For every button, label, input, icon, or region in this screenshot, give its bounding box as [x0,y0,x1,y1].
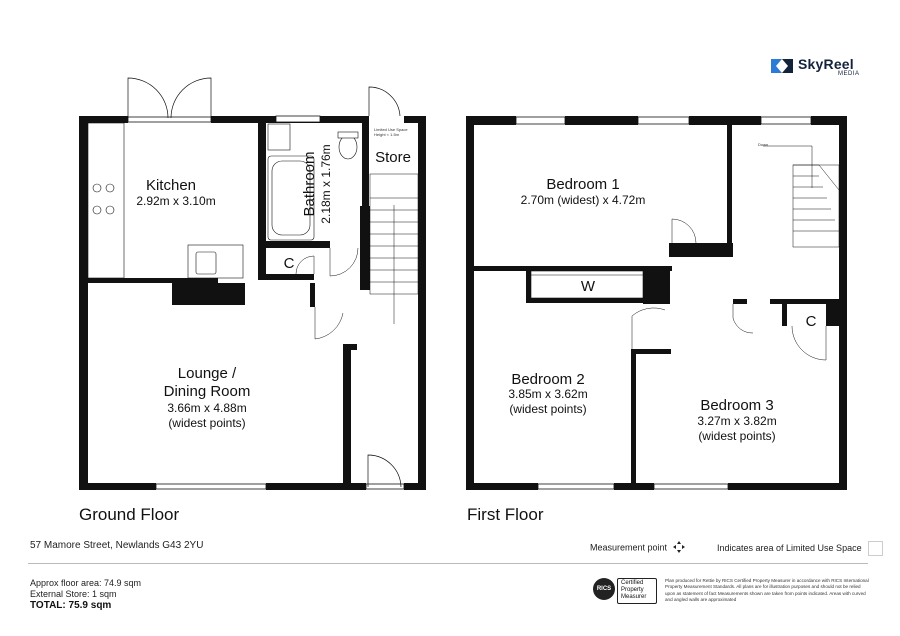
total-area: TOTAL: 75.9 sqm [30,600,112,611]
wardrobe-name: W [581,278,596,295]
ground-floor-label: Ground Floor [79,505,180,524]
limited-use-note-1: Limited Use Space [374,127,408,132]
bedroom3-name: Bedroom 3 [700,397,773,414]
brand-logo: SkyReel MEDIA [770,56,859,81]
legend-measurement-point: Measurement point [590,541,685,555]
rics-badge-line-2: Property [621,587,644,593]
measurement-point-icon [672,541,685,555]
first-internal-doors [631,218,827,361]
kitchen-fittings [87,122,244,279]
limited-use-note-2: Height < 1.5m [374,132,400,137]
bedroom3-dims: 3.27m x 3.82m [697,414,776,428]
area-summary: Approx floor area: 74.9 sqm External Sto… [30,578,141,611]
bedroom3-note: (widest points) [698,429,775,443]
rics-badge-line-1: Certified [621,580,644,586]
bedroom2-dims: 3.85m x 3.62m [508,387,587,401]
lounge-dims: 3.66m x 4.88m [167,401,246,415]
bedroom1-dims: 2.70m (widest) x 4.72m [521,193,646,207]
disclaimer-text: Plan produced for Rettie by RICS Certifi… [665,578,869,603]
ground-stair [369,173,419,324]
rics-badge: Certified Property Measurer [617,578,657,604]
bathroom-name: Bathroom [301,151,318,216]
legend-limited-use-label: Indicates area of Limited Use Space [717,542,862,553]
rics-badge-line-3: Measurer [621,594,647,600]
property-address: 57 Mamore Street, Newlands G43 2YU [30,540,204,551]
first-cupboard-name: C [806,313,817,330]
lounge-name-1: Lounge / [178,365,237,382]
wardrobe [530,270,644,299]
brand-name: SkyReel [798,56,854,72]
footer-divider [28,563,868,564]
skyreel-logo-icon [771,59,793,73]
lounge-name-2: Dining Room [164,383,251,400]
ground-floor-windows [127,115,405,490]
kitchen-name: Kitchen [146,177,196,194]
ground-cupboard-name: C [284,255,295,272]
bathroom-fittings [267,123,359,241]
kitchen-dims: 2.92m x 3.10m [136,194,215,208]
ground-internal-doors [295,247,359,340]
limited-use-swatch [868,541,884,556]
ground-floor-walls [79,116,426,490]
first-stair [763,145,840,248]
rics-logo-icon: RICS [593,578,615,600]
external-store-area: External Store: 1 sqm [30,589,117,599]
legend-limited-use: Indicates area of Limited Use Space [717,541,884,556]
first-floor-windows [515,116,812,490]
bedroom1-name: Bedroom 1 [546,176,619,193]
front-door [367,86,402,488]
first-floor-plan: Down Bedroom 1 2.70m (widest) x 4.72m W … [466,116,847,490]
stair-down-note: Down [758,142,768,147]
kitchen-patio-doors [127,77,212,119]
legend-measurement-point-label: Measurement point [590,542,668,553]
brand-sub: MEDIA [838,71,860,77]
first-floor-label: First Floor [467,505,544,524]
first-floor-walls [466,116,847,490]
store-name: Store [375,149,411,166]
lounge-note: (widest points) [168,416,245,430]
bedroom2-note: (widest points) [509,402,586,416]
approx-floor-area: Approx floor area: 74.9 sqm [30,578,142,588]
bedroom2-name: Bedroom 2 [511,371,584,388]
bathroom-dims: 2.18m x 1.76m [319,144,333,223]
ground-floor-plan: Limited Use Space Height < 1.5m Kitchen … [79,77,426,490]
